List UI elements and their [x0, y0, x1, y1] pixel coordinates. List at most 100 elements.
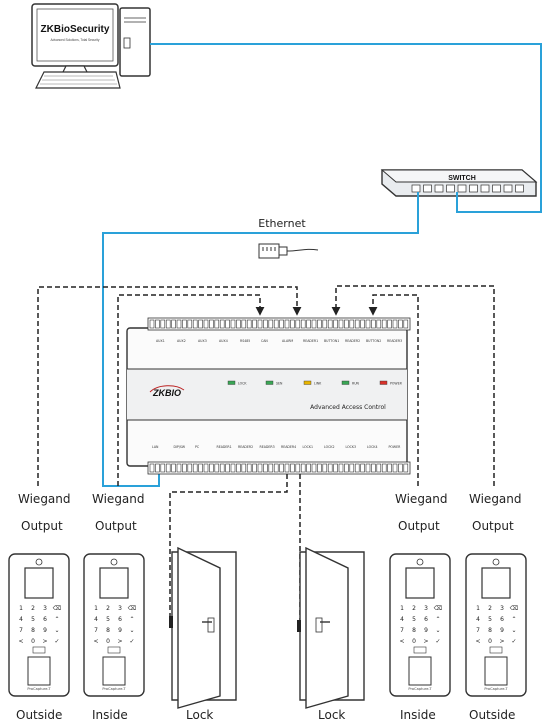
terminal-group-label: LAN [152, 445, 159, 449]
switch-label: SWITCH [448, 175, 476, 182]
terminal-pin [225, 319, 230, 329]
terminal-pin [279, 319, 284, 329]
terminal-pin [403, 319, 409, 329]
keypad-key: < [93, 638, 98, 645]
terminal-pin [246, 463, 252, 473]
keypad-key: ⌃ [129, 616, 134, 623]
keypad-key: 2 [31, 605, 35, 612]
device-caption-1: Outside [16, 708, 63, 722]
terminal-pin [354, 319, 360, 329]
terminal-pin [403, 463, 409, 473]
keypad-key: 0 [412, 638, 416, 645]
terminal-pin [360, 463, 365, 473]
switch-port [480, 184, 490, 193]
network-switch: SWITCH [380, 169, 538, 197]
keypad-key: < [399, 638, 404, 645]
keypad-key: 2 [488, 605, 492, 612]
wiegand-label-left-1: Wiegand [18, 492, 71, 506]
reader-screen [99, 567, 129, 599]
terminal-pin [387, 319, 392, 329]
keypad-key: 8 [488, 627, 492, 634]
device-caption-2: Inside [92, 708, 128, 722]
terminal-pin [252, 319, 257, 329]
terminal-pin [187, 463, 193, 473]
terminal-group-label: READER1 [303, 339, 318, 343]
fingerprint-sensor [484, 656, 508, 686]
terminal-pin [230, 319, 236, 329]
keypad-key: ✓ [129, 638, 134, 645]
ethernet-plug-icon [258, 243, 319, 259]
terminal-group-label: DIP/SW [174, 445, 186, 449]
terminal-pin [263, 319, 268, 329]
output-label-left-1: Output [21, 519, 63, 533]
terminal-pin [371, 319, 376, 329]
door [297, 546, 365, 709]
terminal-pin [219, 319, 225, 329]
keypad-key: ⌫ [52, 605, 61, 612]
status-led [303, 380, 312, 385]
terminal-group-label: ALARM [282, 339, 293, 343]
reader-model: ProCapture-T [102, 687, 126, 691]
switch-port [457, 184, 467, 193]
terminal-pin [241, 463, 247, 473]
terminal-pin [149, 319, 155, 329]
terminal-pin [371, 463, 376, 473]
terminal-pin [198, 463, 203, 473]
keypad-key: ⌄ [435, 627, 440, 634]
terminal-pin [263, 463, 268, 473]
keypad-key: 9 [43, 627, 47, 634]
terminal-pin [236, 319, 241, 329]
keypad-key: 6 [43, 616, 47, 623]
terminal-pin [398, 463, 403, 473]
terminal-pin [381, 319, 387, 329]
terminal-pin [295, 463, 301, 473]
output-label-right-2: Output [472, 519, 514, 533]
keypad-key: 1 [19, 605, 23, 612]
keypad-key: < [18, 638, 23, 645]
terminal-group-label: LOCK4 [367, 445, 378, 449]
reader-model: ProCapture-T [484, 687, 508, 691]
terminal-group-label: RS485 [240, 339, 250, 343]
terminal-pin [322, 463, 328, 473]
terminal-pin [268, 319, 274, 329]
keypad-key: 1 [476, 605, 480, 612]
terminal-pin [338, 319, 344, 329]
terminal-pin [398, 319, 403, 329]
terminal-pin [365, 319, 371, 329]
terminal-group-label: READER2 [345, 339, 360, 343]
terminal-pin [344, 463, 349, 473]
keypad-key: ⌄ [511, 627, 516, 634]
terminal-pin [306, 319, 311, 329]
terminal-pin [333, 463, 338, 473]
monitor-screen [36, 8, 114, 62]
terminal-group-label: POWER [389, 445, 402, 449]
terminal-pin [155, 319, 160, 329]
keypad-key: 6 [118, 616, 122, 623]
keypad-key: 9 [500, 627, 504, 634]
terminal-pin [160, 319, 166, 329]
status-led [341, 380, 350, 385]
terminal-pin [365, 463, 371, 473]
terminal-group-label: LOCK1 [303, 445, 314, 449]
keypad-key: 0 [31, 638, 35, 645]
keypad-key: ⌄ [129, 627, 134, 634]
terminal-pin [176, 319, 182, 329]
reader-screen [481, 567, 511, 599]
keypad-key: 1 [400, 605, 404, 612]
ethernet-label: Ethernet [258, 217, 306, 230]
keypad-key: 9 [118, 627, 122, 634]
terminal-pin [311, 319, 317, 329]
keypad-key: 0 [106, 638, 110, 645]
switch-port [446, 184, 455, 193]
terminal-pin [327, 319, 333, 329]
keypad-key: ⌫ [433, 605, 442, 612]
status-led-label: LINK [314, 382, 322, 386]
terminal-group-label: CAN [261, 339, 268, 343]
terminal-pin [284, 463, 290, 473]
device-caption-3: Lock [186, 708, 214, 722]
terminal-pin [246, 319, 252, 329]
terminal-pin [295, 319, 301, 329]
terminal-pin [300, 463, 306, 473]
